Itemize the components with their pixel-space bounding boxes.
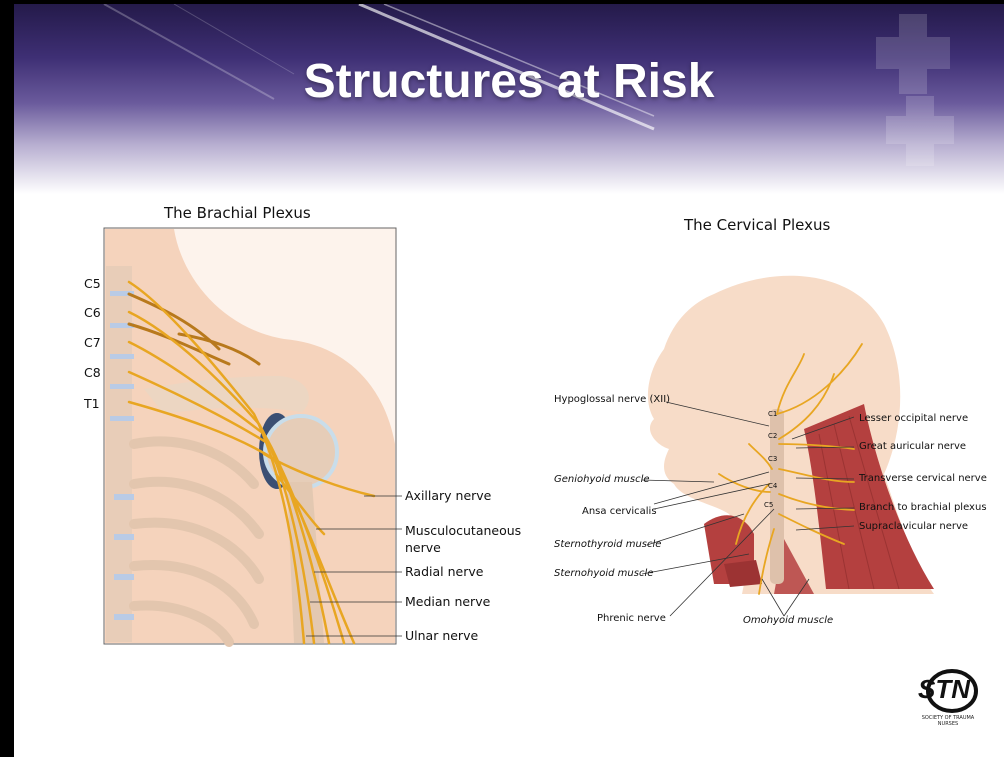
stn-logo-text: STN — [918, 674, 970, 705]
label-branch-to-brachial-plexus: Branch to brachial plexus — [859, 502, 987, 513]
spine — [106, 266, 132, 642]
cervical-plexus-caption: The Cervical Plexus — [684, 216, 830, 234]
label-great-auricular-nerve: Great auricular nerve — [859, 441, 966, 452]
label-median-nerve: Median nerve — [405, 594, 490, 609]
level-label-c5: C5 — [764, 501, 773, 509]
label-omohyoid-muscle: Omohyoid muscle — [743, 615, 833, 626]
label-lesser-occipital-nerve: Lesser occipital nerve — [859, 413, 968, 424]
illustrations — [14, 4, 1004, 757]
vertebra-label-c7: C7 — [84, 335, 101, 350]
slide: Structures at Risk — [14, 4, 1004, 757]
label-musculocutaneous-line2: nerve — [405, 540, 441, 555]
brachial-plexus-illustration — [104, 228, 402, 644]
label-transverse-cervical-nerve: Transverse cervical nerve — [859, 473, 987, 484]
label-ansa-cervicalis: Ansa cervicalis — [582, 506, 657, 517]
label-radial-nerve: Radial nerve — [405, 564, 483, 579]
level-label-c2: C2 — [768, 432, 777, 440]
vertebra-label-c8: C8 — [84, 365, 101, 380]
omohyoid-muscle-shape — [724, 560, 762, 587]
label-axillary-nerve: Axillary nerve — [405, 488, 491, 503]
stn-logo-subtitle: SOCIETY OF TRAUMA NURSES — [912, 715, 984, 727]
label-ulnar-nerve: Ulnar nerve — [405, 628, 478, 643]
brachial-plexus-caption: The Brachial Plexus — [164, 204, 311, 222]
label-hypoglossal-nerve: Hypoglossal nerve (XII) — [554, 394, 670, 405]
vertebra-label-c5: C5 — [84, 276, 101, 291]
vertebra-label-t1: T1 — [84, 396, 100, 411]
level-label-c1: C1 — [768, 410, 777, 418]
level-label-c4: C4 — [768, 482, 777, 490]
level-label-c3: C3 — [768, 455, 777, 463]
humeral-head — [265, 416, 337, 488]
label-supraclavicular-nerve: Supraclavicular nerve — [859, 521, 968, 532]
label-geniohyoid-muscle: Geniohyoid muscle — [554, 474, 650, 485]
label-musculocutaneous-line1: Musculocutaneous — [405, 523, 521, 538]
sternocleidomastoid-muscle — [804, 404, 934, 589]
label-sternothyroid-muscle: Sternothyroid muscle — [554, 539, 661, 550]
label-sternohyoid-muscle: Sternohyoid muscle — [554, 568, 653, 579]
stn-logo: STN SOCIETY OF TRAUMA NURSES — [912, 667, 984, 727]
vertebra-label-c6: C6 — [84, 305, 101, 320]
label-phrenic-nerve: Phrenic nerve — [597, 613, 666, 624]
